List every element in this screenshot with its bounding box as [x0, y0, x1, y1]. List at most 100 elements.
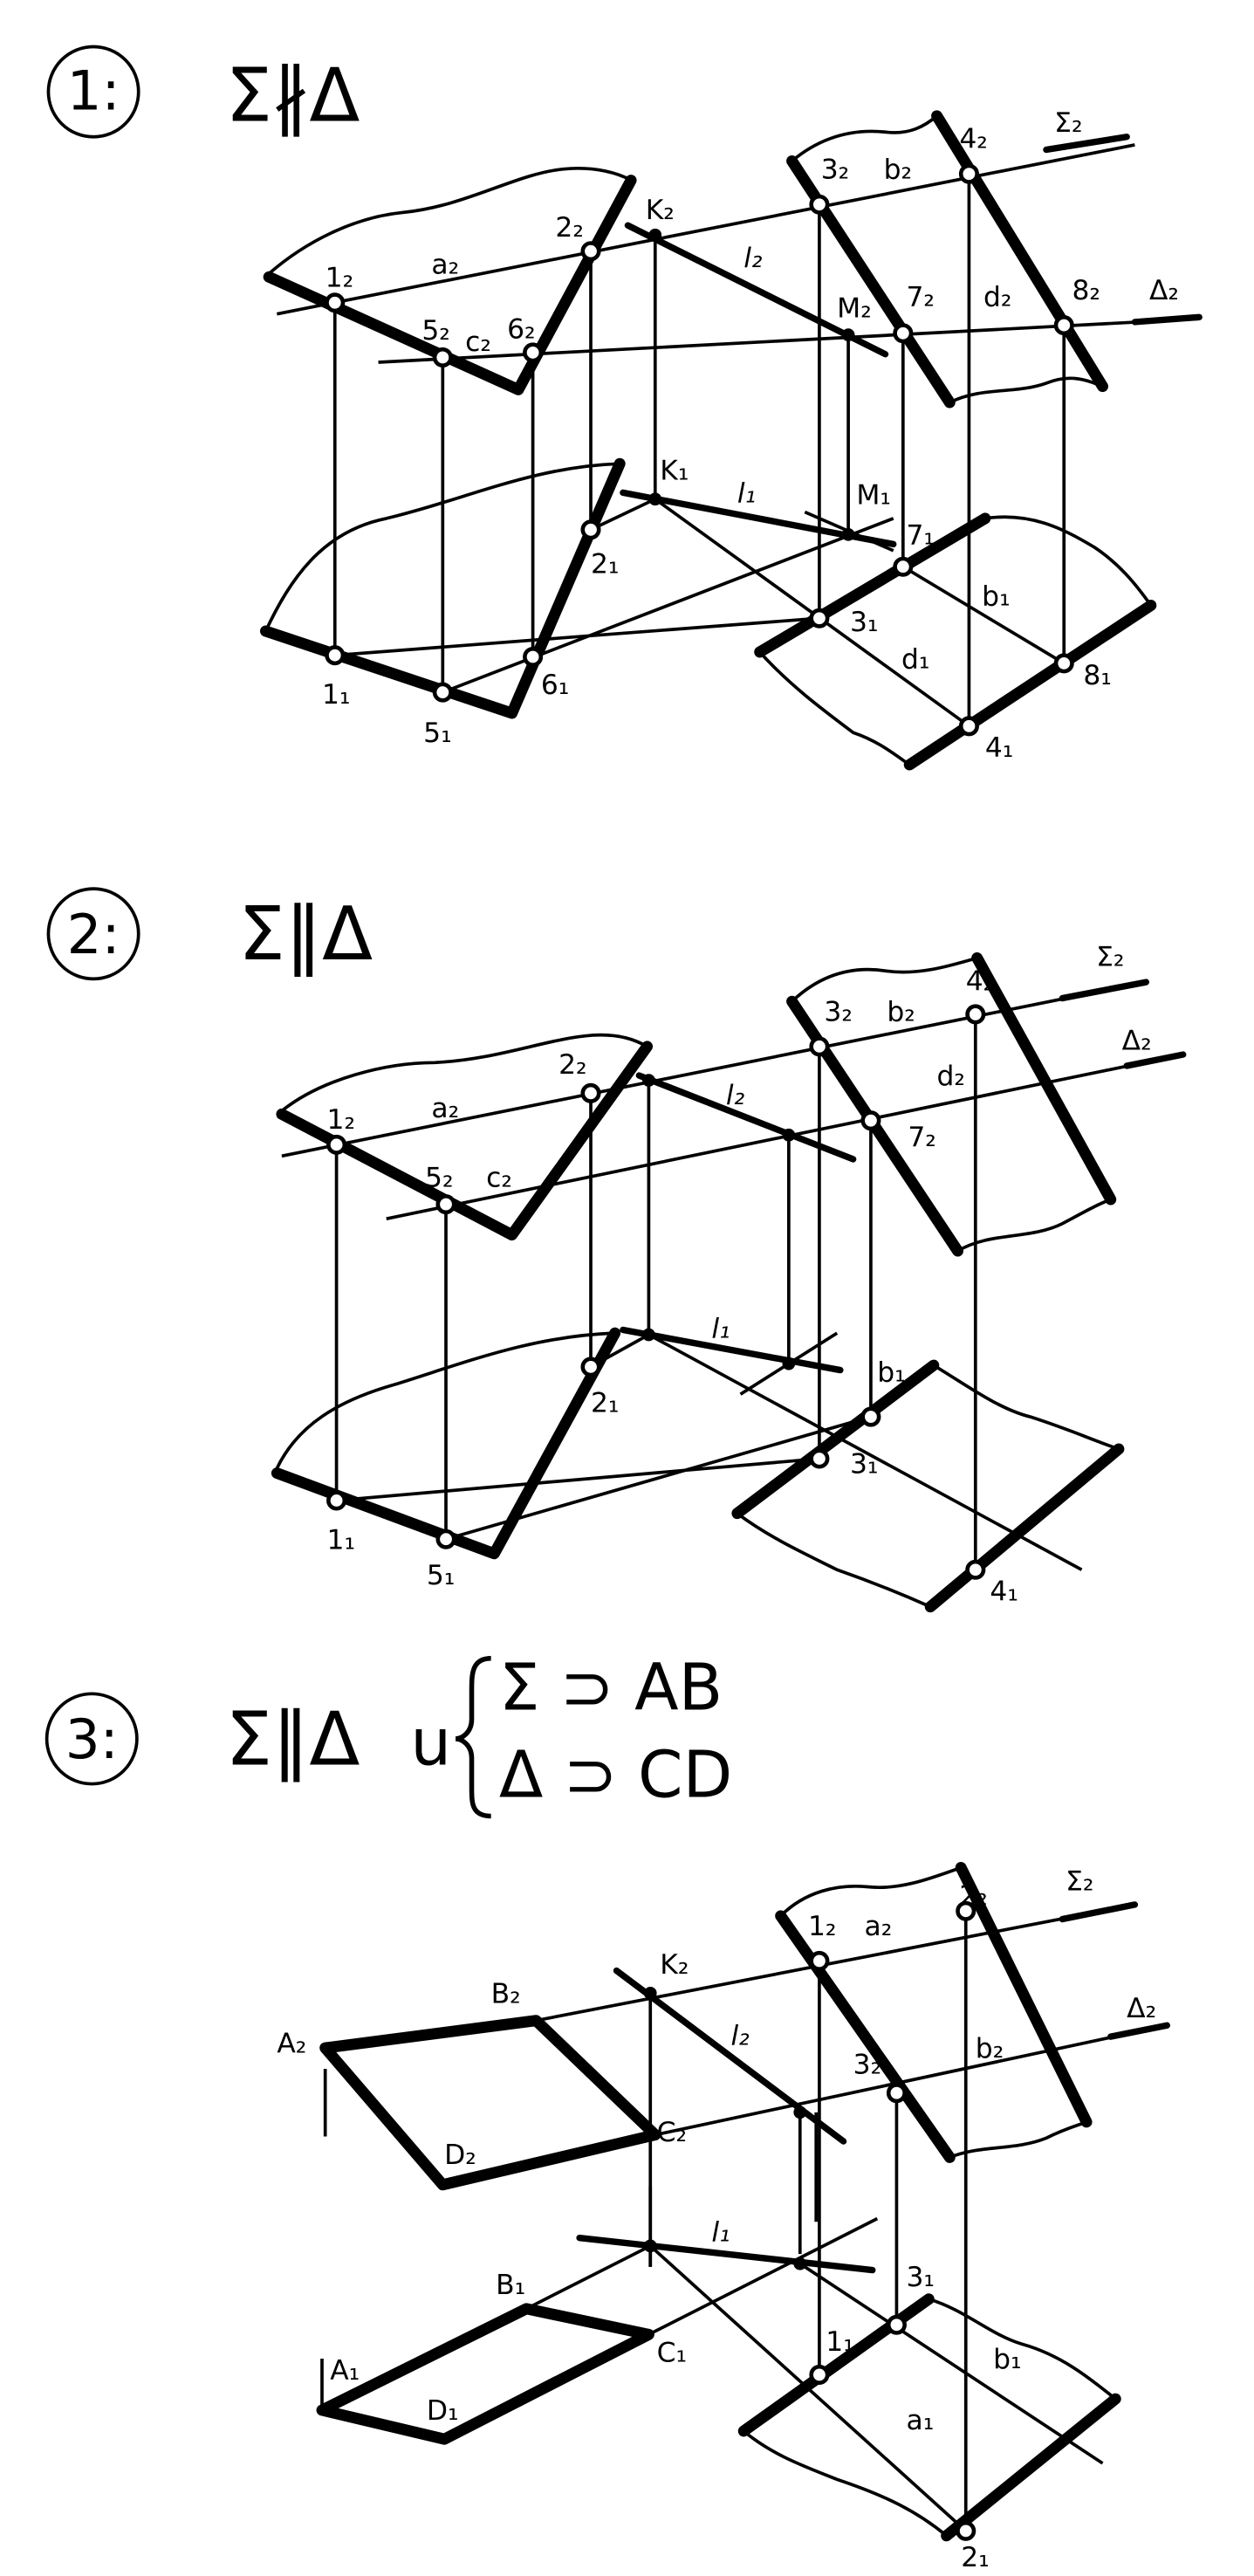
- label-l2: l₂: [743, 243, 763, 274]
- s2-label-c2: c₂: [486, 1162, 512, 1193]
- line-a2-b2: [276, 143, 1135, 316]
- section-2-condition: Σ‖Δ: [238, 891, 373, 978]
- label-b2: b₂: [884, 155, 912, 186]
- s3-plane-right-edge-2: [775, 1910, 956, 2163]
- line-2-K: [590, 498, 656, 532]
- s3-line-l1: [576, 2234, 876, 2274]
- s3-plane-right-edge-2b: [955, 1862, 1093, 2128]
- point-8-2: [1053, 315, 1074, 336]
- s3-label-B1: B₁: [496, 2270, 525, 2301]
- line-7-8: [901, 565, 1066, 665]
- section-1-condition: Σ∦Δ: [225, 52, 360, 139]
- label-1-1: 1₁: [322, 679, 351, 711]
- s3-line-C1-3: [648, 2216, 879, 2336]
- label-5-2: 5₂: [421, 315, 450, 347]
- point-7-1: [893, 556, 914, 577]
- s3-sigma2-trace: [1059, 1901, 1139, 1923]
- s2-label-Delta2: Δ₂: [1122, 1026, 1152, 1057]
- s3-parallelogram-ABCD-2: [319, 2015, 661, 2191]
- s3-label-Delta2: Δ₂: [1127, 1993, 1156, 2024]
- label-7-2: 7₂: [906, 281, 935, 313]
- label-8-2: 8₂: [1072, 275, 1100, 306]
- s3-label-1-2: 1₂: [808, 1911, 837, 1942]
- delta-right-wave-2: [949, 376, 1104, 404]
- label-4-2: 4₂: [959, 124, 988, 155]
- s3-line-M1-ext: [798, 2262, 1104, 2465]
- point-6-1: [523, 646, 544, 668]
- s3-label-a1: a₁: [906, 2405, 934, 2436]
- section-3-system-2: Δ ⊃ CD: [499, 1738, 732, 1812]
- s2-line-l1: [620, 1326, 844, 1374]
- point-2-1: [580, 519, 601, 540]
- label-2-2: 2₂: [555, 212, 584, 244]
- s2-label-7-2: 7₂: [908, 1122, 936, 1153]
- s3-point-2-2: [956, 1900, 976, 1921]
- section-3: 3: Σ‖Δ u Σ ⊃ AB Δ ⊃ CD: [45, 1652, 1170, 2573]
- s2-plane-right-edge-1a: [731, 1359, 940, 1520]
- plane-right-wave-1b: [758, 650, 911, 766]
- s2-sigma2-trace: [1059, 979, 1149, 1002]
- s3-label-3-2: 3₂: [853, 2050, 882, 2081]
- point-4-1: [958, 716, 979, 737]
- s2-label-5-1: 5₁: [427, 1560, 456, 1591]
- s3-point-M-1: [793, 2257, 807, 2270]
- s2-label-a2: a₂: [431, 1093, 459, 1124]
- label-d1: d₁: [901, 643, 929, 675]
- line-c1: [442, 517, 894, 694]
- s2-point-7-2: [860, 1110, 881, 1131]
- s3-line-B1-ext: [525, 2244, 652, 2311]
- s2-label-4-2: 4₂: [966, 965, 995, 997]
- label-1-2: 1₂: [325, 262, 354, 293]
- label-M2: M₂: [837, 292, 872, 324]
- point-8-1: [1053, 653, 1074, 674]
- s3-plane-right-wave-1a: [928, 2298, 1117, 2401]
- s3-label-D1: D₁: [427, 2395, 459, 2427]
- s2-point-1-2: [326, 1134, 347, 1155]
- s2-label-Sigma2: Σ₂: [1096, 942, 1124, 973]
- label-Sigma2: Σ₂: [1054, 107, 1082, 139]
- s2-label-2-1: 2₁: [591, 1388, 620, 1419]
- s3-label-D2: D₂: [444, 2140, 476, 2171]
- s2-label-l2: l₂: [726, 1080, 745, 1111]
- s3-line-C2-b2: [654, 2023, 1168, 2137]
- s3-line-K1-2: [649, 2244, 967, 2532]
- s2-plane-right-edge-2b: [971, 951, 1117, 1206]
- point-7-2: [893, 323, 914, 344]
- point-5-2: [432, 347, 453, 368]
- s3-label-2-2: 2₂: [959, 1880, 988, 1912]
- point-1-1: [325, 645, 346, 666]
- s2-label-3-1: 3₁: [850, 1449, 879, 1480]
- point-5-1: [432, 682, 453, 703]
- s3-point-2-1: [956, 2520, 976, 2541]
- s2-delta2-trace: [1123, 1051, 1187, 1069]
- s2-point-7-1: [860, 1406, 881, 1427]
- s3-label-Sigma2: Σ₂: [1066, 1865, 1093, 1897]
- label-d2: d₂: [983, 281, 1011, 313]
- section-2-number: 2:: [67, 903, 120, 966]
- label-3-1: 3₁: [850, 607, 879, 638]
- s2-point-M-2: [782, 1128, 796, 1142]
- s3-label-1-1: 1₁: [826, 2326, 854, 2358]
- plane-right-wave-1a: [984, 515, 1153, 607]
- section-3-system-1: Σ ⊃ AB: [499, 1652, 723, 1726]
- s2-label-b1: b₁: [877, 1357, 905, 1388]
- point-K-2: [648, 228, 662, 242]
- point-3-1: [809, 608, 830, 629]
- section-3-brace: [455, 1655, 491, 1819]
- s2-delta-right-wave-2: [956, 1198, 1112, 1253]
- s2-point-K-1: [642, 1328, 655, 1342]
- s3-point-K-1: [643, 2239, 657, 2253]
- s3-label-b2: b₂: [976, 2033, 1004, 2064]
- s2-point-2-2: [580, 1082, 601, 1103]
- s2-line-a1: [336, 1457, 820, 1502]
- label-3-2: 3₂: [821, 155, 850, 186]
- s3-label-3-1: 3₁: [906, 2262, 935, 2293]
- point-4-2: [958, 163, 979, 184]
- s2-line-K-4: [648, 1333, 1083, 1571]
- s2-line-2-K: [590, 1333, 650, 1369]
- s2-label-3-2: 3₂: [824, 996, 853, 1027]
- s2-plane-right-wave-1a: [932, 1364, 1120, 1451]
- plane-right-edge-2b: [931, 110, 1108, 393]
- s3-plane-right-wave-1b: [743, 2429, 948, 2538]
- s2-label-d2: d₂: [937, 1061, 965, 1092]
